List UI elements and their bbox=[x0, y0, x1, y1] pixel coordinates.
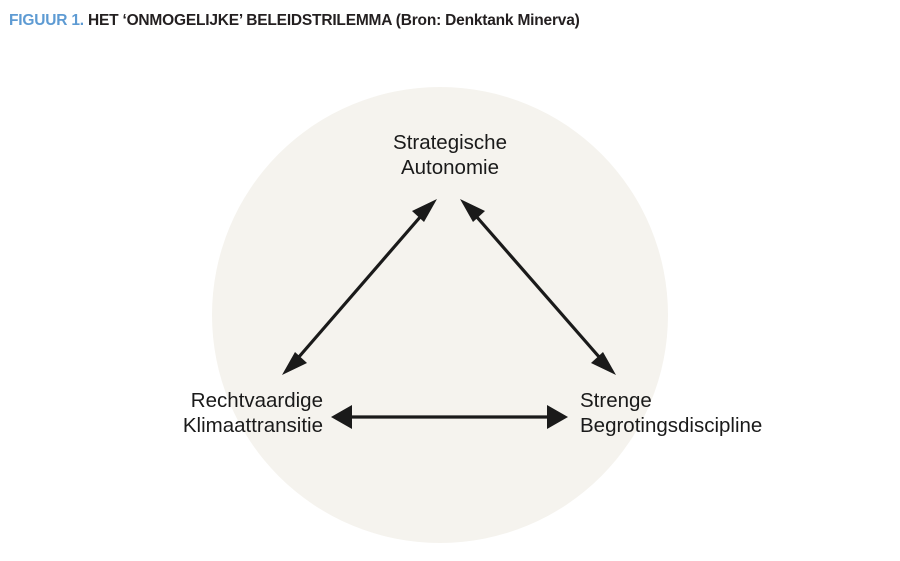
arrowhead-up-right-branch bbox=[460, 199, 485, 222]
background-circle bbox=[212, 87, 668, 543]
arrowhead-down-right-branch bbox=[591, 352, 616, 375]
figure-number-label: FIGUUR 1. bbox=[9, 12, 84, 29]
connector-bottom-horizontal bbox=[331, 405, 568, 429]
node-label-strategische-autonomie: Strategische Autonomie bbox=[393, 131, 507, 179]
connector-left-diagonal bbox=[282, 199, 437, 375]
connector-left-diagonal-shaft bbox=[296, 214, 423, 360]
connector-right-diagonal-shaft bbox=[474, 214, 602, 360]
node-label-rechtvaardige-klimaattransitie: Rechtvaardige Klimaattransitie bbox=[182, 389, 323, 437]
figure-caption: FIGUUR 1. HET ‘ONMOGELIJKE’ BELEIDSTRILE… bbox=[9, 13, 580, 29]
node-label-strenge-begrotingsdiscipline: Strenge Begrotingsdiscipline bbox=[580, 389, 763, 437]
arrowhead-left bbox=[331, 405, 352, 429]
figure-title-text: HET ‘ONMOGELIJKE’ BELEIDSTRILEMMA (Bron:… bbox=[83, 12, 580, 29]
connector-right-diagonal bbox=[460, 199, 616, 375]
arrowhead-down-left-branch bbox=[282, 352, 307, 375]
arrowhead-right bbox=[547, 405, 568, 429]
arrowhead-up-left-branch bbox=[412, 199, 437, 222]
